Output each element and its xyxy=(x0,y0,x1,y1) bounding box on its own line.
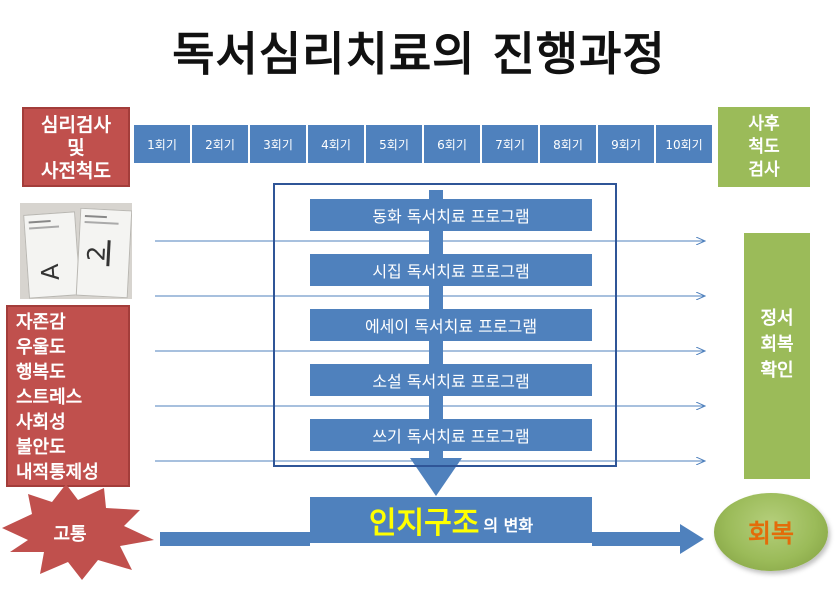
page-title: 독서심리치료의 진행과정 xyxy=(172,27,666,81)
arrow-cognition-to-recovery xyxy=(592,524,704,554)
session-6: 6회기 xyxy=(424,125,482,163)
session-4: 4회기 xyxy=(308,125,366,163)
arrow-pain-to-cognition xyxy=(160,532,310,546)
pain-label: 고통 xyxy=(53,524,87,545)
program-poetry: 시집 독서치료 프로그램 xyxy=(310,254,592,286)
session-bar: 1회기 2회기 3회기 4회기 5회기 6회기 7회기 8회기 9회기 10회기 xyxy=(134,125,712,163)
posttest-line2: 척도 xyxy=(748,137,780,157)
session-3: 3회기 xyxy=(250,125,308,163)
session-8: 8회기 xyxy=(540,125,598,163)
posttest-line1: 사후 xyxy=(748,114,780,134)
indicator-self-esteem: 자존감 xyxy=(16,312,66,333)
indicator-internal-control: 내적통제성 xyxy=(16,462,99,483)
emotion-line1: 정서 xyxy=(760,308,794,329)
posttest-box: 사후 척도 검사 xyxy=(718,107,810,187)
posttest-line3: 검사 xyxy=(748,160,780,180)
indicator-stress: 스트레스 xyxy=(16,387,83,408)
indicator-depression: 우울도 xyxy=(16,337,66,358)
recovery-circle: 회복 xyxy=(714,493,828,571)
indicator-anxiety: 불안도 xyxy=(16,437,66,458)
pretest-box: 심리검사 및 사전척도 xyxy=(22,107,130,187)
program-novel: 소설 독서치료 프로그램 xyxy=(310,364,592,396)
test-booklets-photo: A 2 xyxy=(20,203,132,299)
emotion-line3: 확인 xyxy=(760,360,794,381)
session-10: 10회기 xyxy=(656,125,712,163)
emotion-recovery-box: 정서 회복 확인 xyxy=(744,233,810,479)
indicator-list: 자존감 우울도 행복도 스트레스 사회성 불안도 내적통제성 xyxy=(6,305,130,487)
session-2: 2회기 xyxy=(192,125,250,163)
indicator-happiness: 행복도 xyxy=(16,362,66,383)
pretest-line1: 심리검사 xyxy=(41,114,111,136)
cognitive-structure-label: 인지구조 xyxy=(368,506,480,541)
down-arrow-head xyxy=(410,458,462,496)
program-fairy-tale: 동화 독서치료 프로그램 xyxy=(310,199,592,231)
session-7: 7회기 xyxy=(482,125,540,163)
session-1: 1회기 xyxy=(134,125,192,163)
program-writing: 쓰기 독서치료 프로그램 xyxy=(310,419,592,451)
cognitive-change-box: 인지구조 의 변화 xyxy=(310,497,592,543)
session-9: 9회기 xyxy=(598,125,656,163)
pretest-line3: 사전척도 xyxy=(41,160,111,182)
pain-burst-shape xyxy=(2,484,154,580)
session-5: 5회기 xyxy=(366,125,424,163)
program-essay: 에세이 독서치료 프로그램 xyxy=(310,309,592,341)
cognitive-change-suffix: 의 변화 xyxy=(483,516,534,535)
indicator-sociability: 사회성 xyxy=(16,412,66,433)
emotion-line2: 회복 xyxy=(760,334,794,355)
program-frame xyxy=(273,183,617,467)
pretest-line2: 및 xyxy=(67,137,85,159)
